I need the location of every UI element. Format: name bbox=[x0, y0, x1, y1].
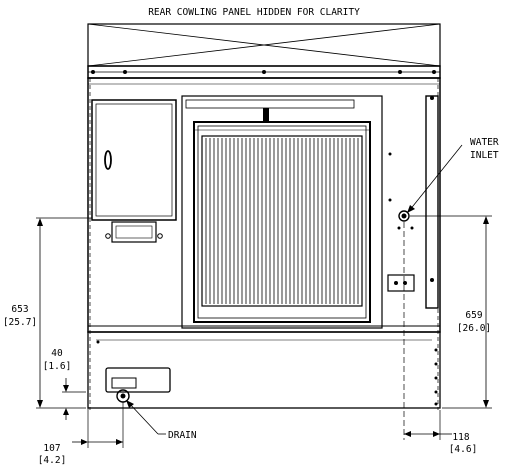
dim-653-inch-value: [25.7] bbox=[3, 317, 37, 328]
water-inlet-callout: WATER INLET bbox=[407, 137, 499, 213]
condenser-coil bbox=[193, 121, 371, 323]
dimension-653: 653 [25.7] bbox=[3, 217, 92, 409]
drain-assembly bbox=[105, 367, 171, 403]
dim-118-inch-value: [4.6] bbox=[449, 444, 478, 455]
dim-107-value: 107 bbox=[43, 443, 60, 454]
water-inlet-fitting bbox=[398, 210, 410, 222]
base-skid bbox=[87, 331, 441, 409]
dim-118-value: 118 bbox=[452, 432, 469, 443]
electrical-box bbox=[91, 99, 177, 221]
dimension-659: 659 [26.0] bbox=[410, 215, 492, 409]
top-rail bbox=[87, 65, 441, 79]
junction-box bbox=[387, 274, 415, 292]
dimension-118: 118 [4.6] bbox=[403, 222, 478, 455]
dimension-107: 107 [4.2] bbox=[38, 402, 124, 465]
dimension-40: 40 [1.6] bbox=[43, 348, 86, 420]
dim-659-value: 659 bbox=[465, 310, 482, 321]
dim-107-inch-value: [4.2] bbox=[38, 455, 67, 465]
right-side-panel bbox=[381, 95, 439, 328]
dim-653-value: 653 bbox=[11, 304, 28, 315]
water-inlet-label-line1: WATER bbox=[470, 137, 499, 148]
hidden-cowling-panel bbox=[87, 23, 441, 67]
drain-callout: DRAIN bbox=[126, 400, 197, 441]
dim-40-inch-value: [1.6] bbox=[43, 361, 72, 372]
dim-40-value: 40 bbox=[51, 348, 63, 359]
drawing-title: REAR COWLING PANEL HIDDEN FOR CLARITY bbox=[148, 7, 360, 18]
mounting-bracket bbox=[105, 221, 163, 243]
water-inlet-label-line2: INLET bbox=[470, 150, 499, 161]
dim-659-inch-value: [26.0] bbox=[457, 323, 491, 334]
drain-label: DRAIN bbox=[168, 430, 197, 441]
